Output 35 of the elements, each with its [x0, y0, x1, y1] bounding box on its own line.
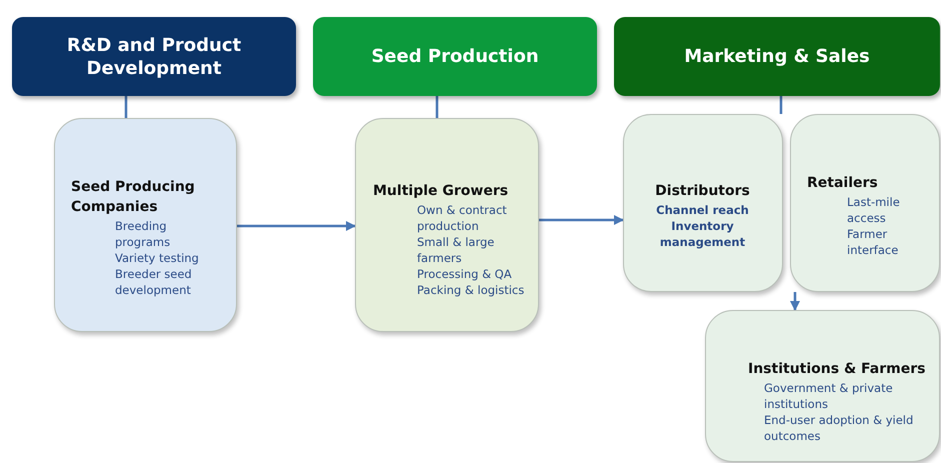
- list-item: Breeder seed development: [115, 266, 193, 298]
- stage-header: [313, 17, 597, 96]
- arrow: [539, 215, 624, 225]
- arrow: [790, 292, 800, 311]
- list-item: Processing & QA: [417, 266, 513, 282]
- list-item: Channel reach: [655, 202, 750, 218]
- box-heading: Seed Producing Companies: [71, 178, 196, 217]
- stage-header: [12, 17, 296, 96]
- stakeholder-box: [355, 118, 539, 332]
- list-item: Own & contract production: [417, 202, 508, 234]
- list-item: Small & large farmers: [417, 234, 496, 266]
- stage-title: Marketing & Sales: [683, 45, 871, 68]
- list-item: Government & private institutions: [764, 380, 894, 412]
- connector-line: [436, 96, 438, 118]
- list-item: End-user adoption & yield outcomes: [764, 412, 914, 444]
- stakeholder-box: [790, 114, 940, 292]
- list-item: Inventory management: [658, 218, 746, 250]
- stage-title: Seed Production: [370, 45, 540, 68]
- box-heading: Institutions & Farmers: [748, 360, 926, 379]
- stakeholder-box: [54, 118, 237, 332]
- box-heading: Distributors: [654, 182, 751, 201]
- box-heading: Multiple Growers: [373, 182, 510, 201]
- list-item: Variety testing: [115, 250, 200, 266]
- list-item: Last-mile access: [847, 194, 901, 226]
- stakeholder-box: [705, 310, 940, 462]
- stage-title: R&D and Product Development: [66, 34, 242, 80]
- connector-line: [780, 96, 782, 114]
- stakeholder-box: [623, 114, 783, 292]
- connector-line: [124, 96, 128, 118]
- list-item: Breeding programs: [115, 218, 172, 250]
- arrow: [237, 221, 356, 231]
- list-item: Farmer interface: [847, 226, 900, 258]
- box-heading: Retailers: [807, 174, 879, 193]
- stage-header: [614, 17, 940, 96]
- list-item: Packing & logistics: [417, 282, 526, 298]
